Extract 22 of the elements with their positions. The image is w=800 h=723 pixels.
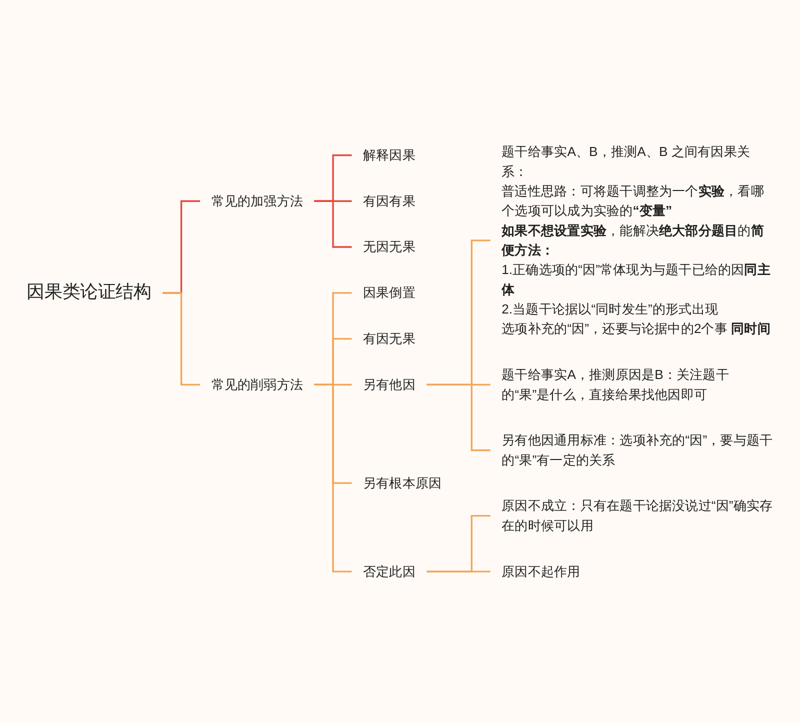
- node-text: 另有他因: [363, 376, 416, 392]
- node-text: 题干给事实A，推测原因是B：关注题干的“果”是什么，直接给果找他因即可: [502, 366, 729, 402]
- node-text: 有因有果: [363, 192, 416, 208]
- node-text: 原因不起作用: [502, 563, 580, 578]
- node-text: 另有他因通用标准：选项补充的“因”，要与题干的“果”有一定的关系: [502, 432, 773, 467]
- connector: [314, 200, 352, 248]
- connector: [426, 514, 490, 572]
- node-text: 另有根本原因: [363, 474, 442, 490]
- node-text: 否定此因: [363, 563, 416, 578]
- connector: [426, 570, 490, 572]
- node-text: 解释因果: [363, 147, 416, 162]
- connector: [314, 384, 352, 572]
- node-text: 题干给事实A、B，推测A、B 之间有因果关系： 普适性思路：可将题干调整为一个实验，看哪个选项可以成为实验的“变量” 如果不想设置实验，能解决绝大部分题目的简便方法： 1.正确选项的“因”常体现为与题干已给的因同主体 2.当题干论据以“同时发生”的形式出现 选项补充的“因”，还要与论据中的2个事 同时间: [502, 144, 770, 336]
- node-text: 有因无果: [363, 330, 416, 346]
- connector: [162, 292, 200, 386]
- connector: [426, 384, 490, 451]
- node-text: 常见的削弱方法: [211, 376, 304, 392]
- node-text: 原因不成立：只有在题干论据没说过“因”确实存在的时候可以用: [502, 498, 773, 532]
- node-text: 无因无果: [363, 238, 416, 254]
- node-text: 因果类论证结构: [26, 282, 152, 302]
- node-text: 常见的加强方法: [211, 192, 304, 208]
- node-text: 因果倒置: [363, 284, 416, 300]
